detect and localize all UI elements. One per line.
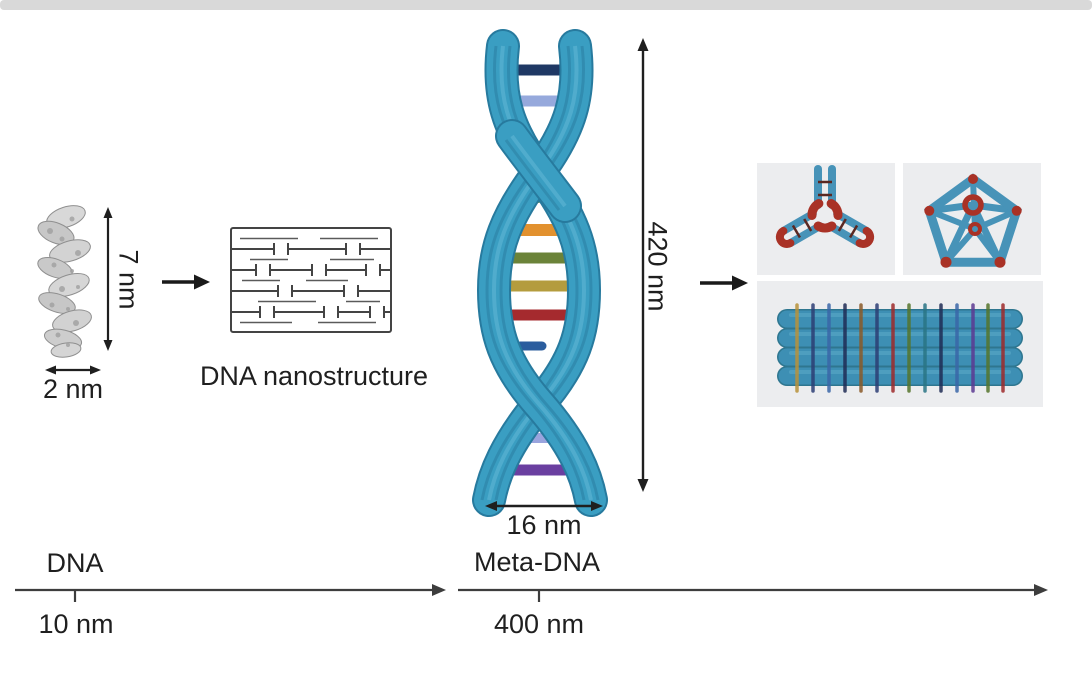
- axis-tick-meta-dna-value: 400 nm: [493, 609, 585, 639]
- assembly-y-structure-image: [757, 163, 895, 275]
- axis-tick-meta-dna-label: Meta-DNA: [473, 547, 601, 577]
- dna-nanostructure-illustration: [230, 227, 392, 333]
- dna-height-label: 7 nm: [113, 248, 144, 310]
- meta-dna-illustration: [472, 29, 608, 517]
- flow-arrow-icon: [700, 275, 748, 291]
- scale-axis: [15, 584, 1048, 602]
- dna-nanostructure-label: DNA nanostructure: [199, 361, 429, 391]
- barrel-bands: [795, 303, 1005, 393]
- top-bar: [0, 0, 1092, 10]
- flow-arrow-icon: [162, 274, 210, 290]
- assembly-pentagon-image: [903, 163, 1041, 275]
- axis-tick-dna-value: 10 nm: [38, 609, 114, 639]
- assembly-tube-image: [757, 281, 1043, 407]
- dna-width-dimension-arrow-icon: [45, 365, 101, 375]
- dna-height-dimension-arrow-icon: [103, 207, 113, 351]
- meta-dna-width-dimension-arrow-icon: [485, 501, 603, 511]
- dna-model-illustration: [37, 205, 92, 358]
- dna-width-label: 2 nm: [42, 374, 104, 404]
- meta-dna-height-dimension-arrow-icon: [637, 38, 649, 492]
- meta-dna-width-label: 16 nm: [506, 510, 582, 540]
- meta-dna-height-label: 420 nm: [642, 220, 673, 312]
- axis-tick-dna-label: DNA: [46, 548, 104, 578]
